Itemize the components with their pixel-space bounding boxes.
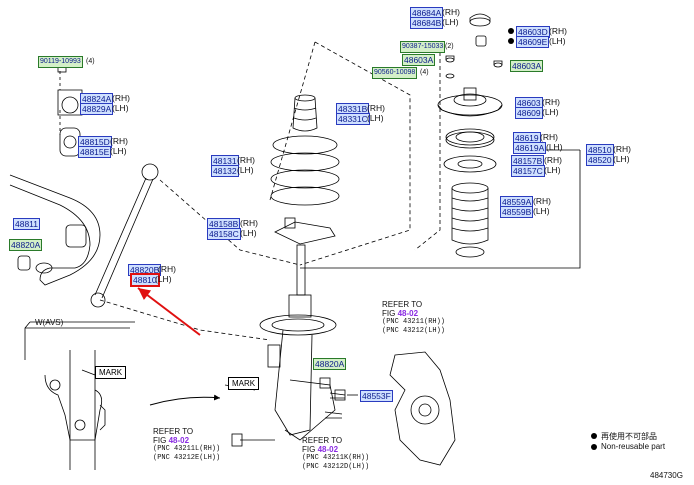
part-48609[interactable]: 48609	[515, 107, 543, 119]
part-90387-15033[interactable]: 90387-15033	[400, 41, 446, 53]
stabilizer-bar	[9, 174, 101, 286]
part-suffix: (LH)	[110, 146, 127, 156]
part-48820A[interactable]: 48820A	[9, 239, 43, 251]
fig-link[interactable]: 48-02	[397, 309, 419, 318]
part-48157C[interactable]: 48157C	[511, 165, 545, 177]
shock-absorber	[259, 244, 337, 441]
stabilizer-link	[90, 163, 159, 308]
part-suffix: (LH)	[613, 154, 630, 164]
part-48603A[interactable]: 48603A	[510, 60, 544, 72]
legend-en: Non-reusable part	[601, 442, 666, 451]
part-48520[interactable]: 48520	[586, 154, 614, 166]
part-suffix: (LH)	[544, 165, 561, 175]
part-90119-10993[interactable]: 90119-10993	[38, 56, 83, 68]
part-48609E[interactable]: 48609E	[516, 36, 550, 48]
non-reusable-dot-icon	[508, 28, 514, 34]
legend-jp: 再使用不可部品	[601, 432, 657, 441]
dust-cap	[469, 17, 491, 27]
part-48132[interactable]: 48132	[211, 165, 239, 177]
part-suffix: (LH)	[549, 36, 566, 46]
part-suffix: (RH)	[112, 93, 130, 103]
part-48331C[interactable]: 48331C	[336, 113, 370, 125]
part-suffix: (LH)	[533, 206, 550, 216]
mark-label: MARK	[228, 377, 260, 390]
refer-to-lower-bolt[interactable]: REFER TO FIG 48-02 (PNC 43211K(RH)) (PNC…	[302, 436, 370, 471]
part-suffix: (RH)	[540, 132, 558, 142]
part-suffix: (2)	[445, 43, 454, 50]
fig-link[interactable]: 48-02	[168, 436, 190, 445]
legend-dot-icon	[591, 444, 597, 450]
part-suffix: (RH)	[549, 26, 567, 36]
part-48559B[interactable]: 48559B	[500, 206, 534, 218]
part-48811[interactable]: 48811	[13, 218, 41, 230]
avs-label: W(AVS)	[35, 318, 64, 327]
part-suffix: (4)	[86, 58, 95, 65]
bearing	[445, 128, 495, 146]
mark-label: MARK	[95, 366, 127, 379]
part-suffix: (RH)	[110, 136, 128, 146]
lower-insulator	[274, 221, 336, 245]
part-48829A[interactable]: 48829A	[80, 103, 114, 115]
steering-knuckle	[389, 351, 456, 466]
part-90560-10098[interactable]: 90560-10098	[372, 67, 418, 79]
part-suffix: (RH)	[158, 264, 176, 274]
dashed-outline-spring-group	[299, 41, 411, 266]
part-48158C[interactable]: 48158C	[207, 228, 241, 240]
coil-spring	[270, 135, 340, 206]
part-48603A[interactable]: 48603A	[402, 54, 436, 66]
highlight-arrow	[137, 287, 201, 336]
part-suffix: (RH)	[613, 144, 631, 154]
part-suffix: (RH)	[542, 97, 560, 107]
part-suffix: (LH)	[240, 228, 257, 238]
part-48815E[interactable]: 48815E	[78, 146, 112, 158]
part-suffix: (RH)	[240, 218, 258, 228]
part-suffix: (RH)	[237, 155, 255, 165]
part-suffix: (LH)	[442, 17, 459, 27]
part-48553F[interactable]: 48553F	[360, 390, 393, 402]
part-suffix: (RH)	[442, 7, 460, 17]
non-reusable-dot-icon	[508, 38, 514, 44]
part-suffix: (LH)	[112, 103, 129, 113]
part-suffix: (LH)	[542, 107, 559, 117]
refer-to-bolt[interactable]: REFER TO FIG 48-02 (PNC 43211L(RH)) (PNC…	[153, 427, 221, 462]
part-suffix: (RH)	[367, 103, 385, 113]
part-48619A[interactable]: 48619A	[513, 142, 547, 154]
legend-dot-icon	[591, 433, 597, 439]
part-suffix: (RH)	[533, 196, 551, 206]
part-suffix: (LH)	[155, 274, 172, 284]
part-48684B[interactable]: 48684B	[410, 17, 444, 29]
upper-spring-seat	[443, 155, 497, 173]
part-suffix: (LH)	[367, 113, 384, 123]
bump-stopper	[292, 94, 318, 132]
part-48810-highlighted[interactable]: 48810	[130, 273, 160, 287]
part-suffix: (RH)	[544, 155, 562, 165]
diagram-id: 484730G	[650, 471, 683, 480]
dust-boot	[451, 182, 489, 258]
fig-link[interactable]: 48-02	[317, 445, 339, 454]
part-suffix: (4)	[420, 69, 429, 76]
part-suffix: (LH)	[237, 165, 254, 175]
part-suffix: (LH)	[546, 142, 563, 152]
part-48820A[interactable]: 48820A	[313, 358, 347, 370]
refer-to-knuckle[interactable]: REFER TO FIG 48-02 (PNC 43211(RH)) (PNC …	[382, 300, 446, 335]
